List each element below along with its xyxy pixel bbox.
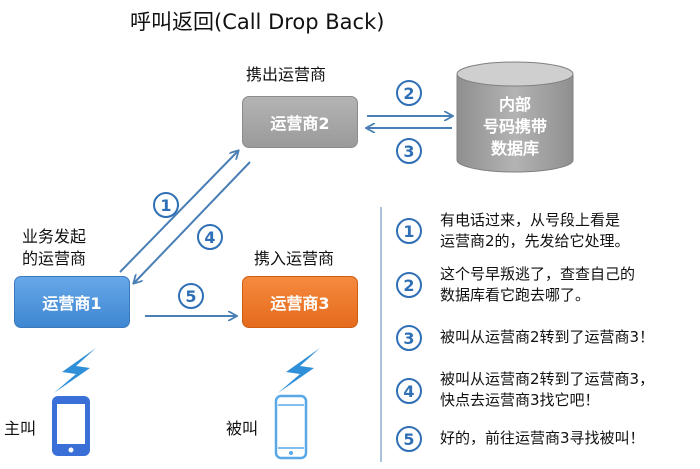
lightning-icon-callee	[278, 348, 320, 393]
callee-label: 被叫	[226, 419, 259, 438]
legend-divider	[380, 207, 382, 462]
lightning-icon-caller	[54, 348, 96, 393]
database-line: 号码携带	[482, 117, 547, 136]
database-cylinder	[456, 61, 574, 173]
step-badge-3: 3	[396, 138, 422, 164]
phone-icon-callee	[274, 394, 308, 460]
step-badge-4: 4	[197, 224, 223, 250]
legend-line: 运营商2的，先发给它处理。	[440, 232, 630, 250]
legend-item-3: 被叫从运营商2转到了运营商3！	[440, 327, 654, 348]
in-carrier-caption: 携入运营商	[254, 249, 335, 268]
legend-line: 被叫从运营商2转到了运营商3！	[440, 328, 655, 346]
carrier2-label: 运营商2	[270, 114, 330, 133]
carrier3-label: 运营商3	[270, 294, 330, 313]
database-line: 内部	[498, 95, 531, 114]
step-badge-1: 1	[153, 192, 179, 218]
out-carrier-caption: 携出运营商	[246, 65, 327, 84]
phone-icon-caller	[52, 396, 90, 456]
legend-badge-2: 2	[396, 272, 422, 298]
arrow-step-4	[134, 161, 251, 283]
carrier1-box: 运营商1	[14, 276, 130, 328]
legend-item-4: 被叫从运营商2转到了运营商3， 快点去运营商3找它吧！	[440, 369, 654, 411]
caller-label: 主叫	[4, 419, 37, 438]
legend-item-1: 有电话过来，从号段上看是 运营商2的，先发给它处理。	[440, 210, 630, 252]
legend-badge-4: 4	[396, 378, 422, 404]
legend-line: 被叫从运营商2转到了运营商3，	[440, 370, 655, 388]
legend-item-5: 好的，前往运营商3寻找被叫！	[440, 428, 645, 449]
origin-caption-line2: 的运营商	[22, 249, 87, 268]
database-line: 数据库	[490, 139, 539, 158]
legend-badge-3: 3	[396, 325, 422, 351]
carrier3-box: 运营商3	[242, 276, 358, 328]
legend-line: 好的，前往运营商3寻找被叫！	[440, 429, 645, 447]
legend-badge-5: 5	[396, 426, 422, 452]
legend-item-2: 这个号早叛逃了，查查自己的 数据库看它跑去哪了。	[440, 264, 635, 306]
legend-line: 有电话过来，从号段上看是	[440, 211, 621, 229]
database-label: 内部 号码携带 数据库	[457, 94, 573, 160]
step-badge-5: 5	[178, 283, 204, 309]
legend-line: 快点去运营商3找它吧！	[440, 391, 600, 409]
diagram-title: 呼叫返回(Call Drop Back)	[130, 10, 385, 34]
carrier1-label: 运营商1	[42, 294, 102, 313]
legend-badge-1: 1	[396, 218, 422, 244]
step-badge-2: 2	[396, 80, 422, 106]
legend-line: 这个号早叛逃了，查查自己的	[440, 265, 636, 283]
legend-line: 数据库看它跑去哪了。	[440, 286, 591, 304]
arrow-step-1	[119, 151, 238, 273]
origin-caption-line1: 业务发起	[22, 227, 87, 246]
carrier2-box: 运营商2	[242, 96, 358, 148]
